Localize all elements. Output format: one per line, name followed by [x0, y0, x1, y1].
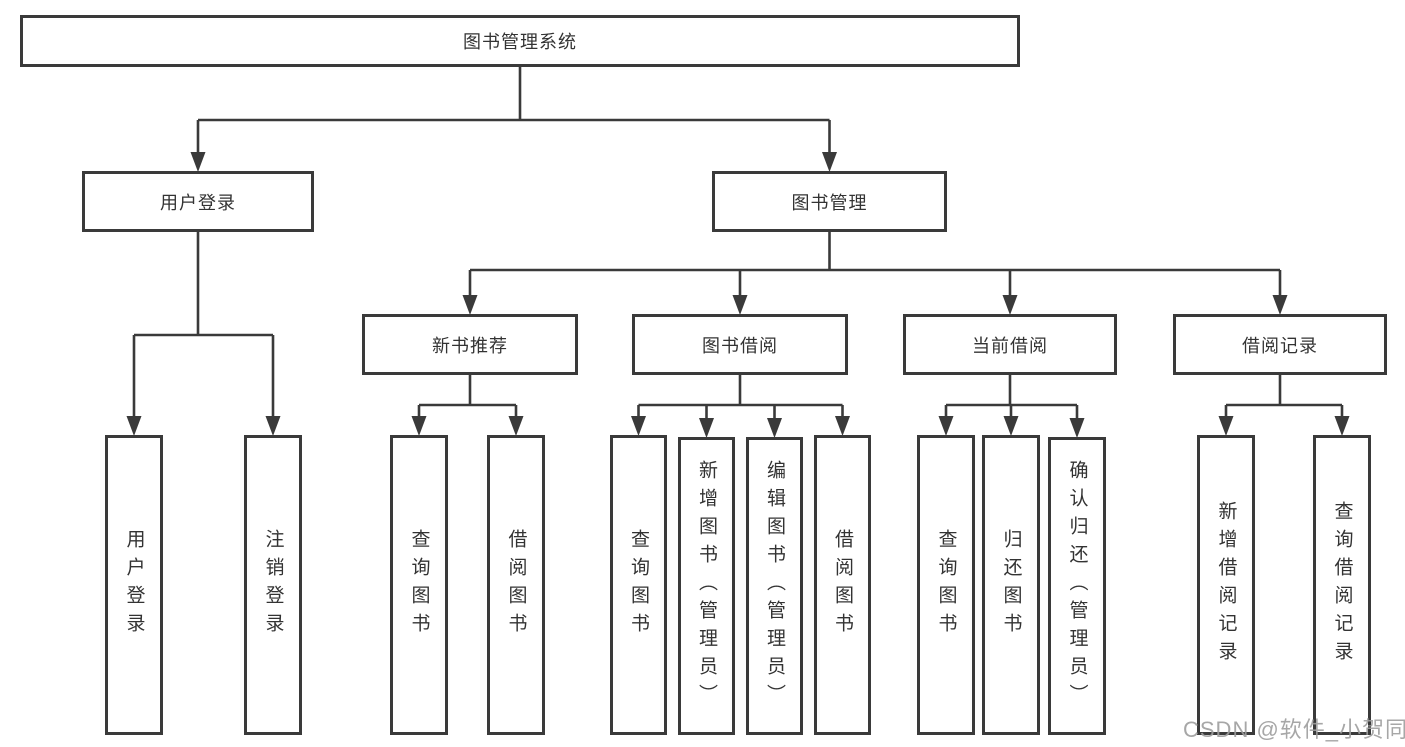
node-leaf-add-record: 新增借阅记录 — [1197, 435, 1255, 735]
node-leaf-logout: 注销登录 — [244, 435, 302, 735]
node-current-borrow: 当前借阅 — [903, 314, 1117, 375]
node-leaf-edit-book: 编辑图书（管理员） — [746, 437, 803, 735]
node-label-leaf-edit-book: 编辑图书（管理员） — [764, 460, 785, 712]
node-borrow-record: 借阅记录 — [1173, 314, 1387, 375]
node-label-book-borrow: 图书借阅 — [702, 335, 778, 356]
node-label-leaf-logout: 注销登录 — [262, 529, 284, 641]
node-book-borrow: 图书借阅 — [632, 314, 848, 375]
connector-current-borrow — [938, 375, 1085, 438]
connector-new-book-rec — [411, 375, 524, 436]
node-label-leaf-borrow-book-2: 借阅图书 — [832, 529, 853, 641]
node-label-leaf-borrow-book-1: 借阅图书 — [505, 529, 527, 641]
connector-user-login — [126, 232, 281, 436]
node-root: 图书管理系统 — [20, 15, 1020, 67]
node-leaf-query-book-3: 查询图书 — [917, 435, 975, 735]
node-leaf-user-login: 用户登录 — [105, 435, 163, 735]
node-label-book-mgmt: 图书管理 — [791, 192, 868, 213]
node-label-new-book-rec: 新书推荐 — [432, 335, 508, 356]
connector-book-mgmt — [462, 232, 1288, 315]
node-label-leaf-query-book-2: 查询图书 — [628, 529, 649, 641]
node-label-leaf-add-book: 新增图书（管理员） — [696, 460, 717, 712]
node-label-borrow-record: 借阅记录 — [1242, 335, 1318, 356]
node-label-leaf-add-record: 新增借阅记录 — [1215, 501, 1237, 669]
connector-borrow-record — [1218, 375, 1350, 436]
node-label-leaf-confirm-return: 确认归还（管理员） — [1066, 460, 1088, 712]
node-label-leaf-user-login: 用户登录 — [123, 529, 145, 641]
watermark: CSDN @软件_小贺同学 — [1183, 717, 1405, 742]
node-leaf-query-book-2: 查询图书 — [610, 435, 667, 735]
node-label-current-borrow: 当前借阅 — [972, 335, 1048, 356]
node-label-user-login: 用户登录 — [160, 192, 236, 213]
node-label-leaf-query-record: 查询借阅记录 — [1331, 501, 1353, 669]
node-leaf-query-record: 查询借阅记录 — [1313, 435, 1371, 735]
node-label-leaf-query-book-1: 查询图书 — [408, 529, 430, 641]
node-new-book-rec: 新书推荐 — [362, 314, 578, 375]
node-book-mgmt: 图书管理 — [712, 171, 947, 232]
node-leaf-confirm-return: 确认归还（管理员） — [1048, 437, 1106, 735]
node-leaf-borrow-book-2: 借阅图书 — [814, 435, 871, 735]
connector-book-borrow — [631, 375, 850, 438]
node-leaf-return-book: 归还图书 — [982, 435, 1040, 735]
node-label-root: 图书管理系统 — [463, 32, 577, 52]
node-leaf-borrow-book-1: 借阅图书 — [487, 435, 545, 735]
node-label-leaf-query-book-3: 查询图书 — [935, 529, 957, 641]
node-leaf-add-book: 新增图书（管理员） — [678, 437, 735, 735]
node-label-leaf-return-book: 归还图书 — [1000, 529, 1022, 641]
node-leaf-query-book-1: 查询图书 — [390, 435, 448, 735]
connector-root — [190, 67, 837, 172]
node-user-login: 用户登录 — [82, 171, 314, 232]
